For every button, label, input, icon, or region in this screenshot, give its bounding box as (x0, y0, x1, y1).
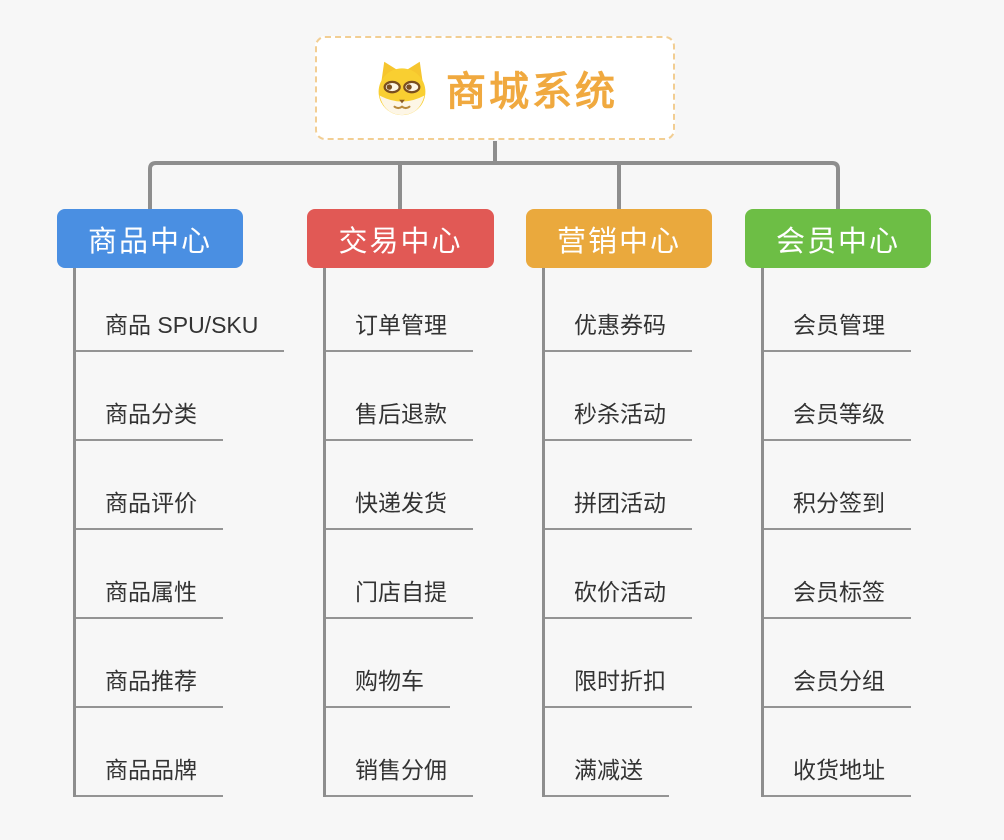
leaf-row: 商品 SPU/SKU (76, 268, 285, 352)
dog-face-icon (378, 61, 426, 116)
leaf-node[interactable]: 门店自提 (326, 573, 473, 619)
leaf-row: 优惠券码 (545, 268, 692, 352)
leaf-node[interactable]: 会员管理 (764, 306, 911, 352)
leaf-node[interactable]: 商品评价 (76, 484, 223, 530)
leaf-row: 会员标签 (764, 530, 911, 619)
leaf-node[interactable]: 限时折扣 (545, 662, 692, 708)
leaf-row: 门店自提 (326, 530, 473, 619)
leaf-row: 会员管理 (764, 268, 911, 352)
branch-node-member-center[interactable]: 会员中心 (745, 209, 931, 268)
leaf-node[interactable]: 销售分佣 (326, 751, 473, 797)
root-node[interactable]: 商城系统 (315, 36, 675, 140)
leaf-node[interactable]: 商品属性 (76, 573, 223, 619)
leaf-node[interactable]: 优惠券码 (545, 306, 692, 352)
leaf-node[interactable]: 商品 SPU/SKU (76, 306, 285, 352)
leaf-node[interactable]: 收货地址 (764, 751, 911, 797)
branch-children-marketing-center: 优惠券码秒杀活动拼团活动砍价活动限时折扣满减送 (542, 268, 692, 797)
root-title: 商城系统 (446, 70, 618, 114)
leaf-row: 商品评价 (76, 441, 284, 530)
leaf-row: 订单管理 (326, 268, 473, 352)
leaf-row: 购物车 (326, 619, 473, 708)
leaf-row: 秒杀活动 (545, 352, 692, 441)
leaf-node[interactable]: 会员等级 (764, 395, 911, 441)
leaf-node[interactable]: 拼团活动 (545, 484, 692, 530)
leaf-node[interactable]: 售后退款 (326, 395, 473, 441)
leaf-node[interactable]: 砍价活动 (545, 573, 692, 619)
leaf-node[interactable]: 商品推荐 (76, 662, 223, 708)
leaf-row: 商品品牌 (76, 708, 284, 797)
leaf-row: 砍价活动 (545, 530, 692, 619)
leaf-row: 会员分组 (764, 619, 911, 708)
leaf-node[interactable]: 满减送 (545, 751, 669, 797)
branch-children-member-center: 会员管理会员等级积分签到会员标签会员分组收货地址 (761, 268, 911, 797)
leaf-row: 限时折扣 (545, 619, 692, 708)
branch-children-trade-center: 订单管理售后退款快递发货门店自提购物车销售分佣 (323, 268, 473, 797)
leaf-row: 售后退款 (326, 352, 473, 441)
leaf-node[interactable]: 商品品牌 (76, 751, 223, 797)
branch-node-trade-center[interactable]: 交易中心 (307, 209, 494, 268)
leaf-node[interactable]: 购物车 (326, 662, 450, 708)
leaf-node[interactable]: 会员标签 (764, 573, 911, 619)
leaf-node[interactable]: 会员分组 (764, 662, 911, 708)
leaf-node[interactable]: 商品分类 (76, 395, 223, 441)
leaf-row: 收货地址 (764, 708, 911, 797)
leaf-row: 商品推荐 (76, 619, 284, 708)
branch-children-product-center: 商品 SPU/SKU 商品分类商品评价商品属性商品推荐商品品牌 (73, 268, 285, 797)
leaf-row: 商品分类 (76, 352, 284, 441)
leaf-row: 拼团活动 (545, 441, 692, 530)
leaf-row: 销售分佣 (326, 708, 473, 797)
leaf-node[interactable]: 快递发货 (326, 484, 473, 530)
leaf-row: 商品属性 (76, 530, 284, 619)
leaf-node[interactable]: 订单管理 (326, 306, 473, 352)
branch-node-product-center[interactable]: 商品中心 (57, 209, 243, 268)
branch-node-marketing-center[interactable]: 营销中心 (526, 209, 712, 268)
leaf-row: 满减送 (545, 708, 692, 797)
leaf-row: 会员等级 (764, 352, 911, 441)
leaf-row: 快递发货 (326, 441, 473, 530)
leaf-node[interactable]: 秒杀活动 (545, 395, 692, 441)
leaf-row: 积分签到 (764, 441, 911, 530)
leaf-node[interactable]: 积分签到 (764, 484, 911, 530)
